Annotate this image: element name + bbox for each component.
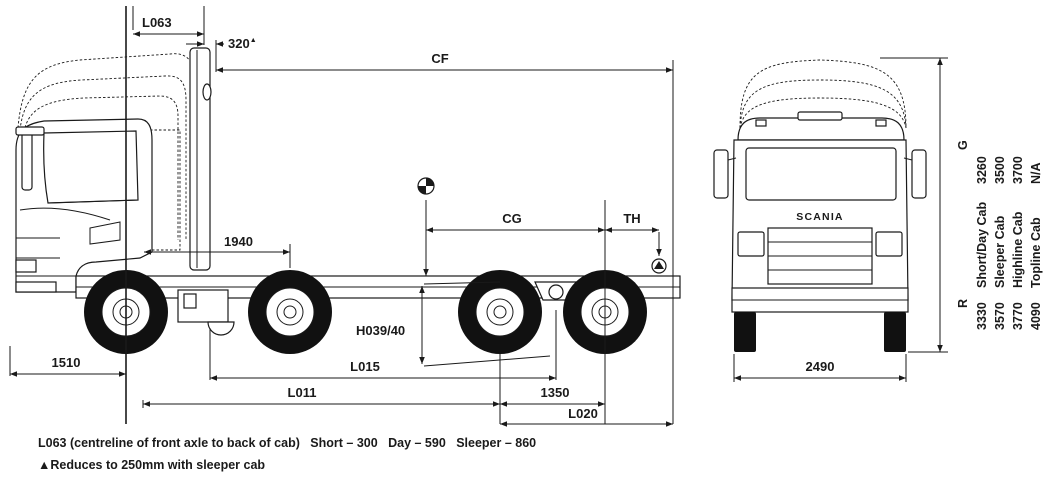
note-reduction: ▲Reduces to 250mm with sleeper cab [38,458,265,472]
table-header-r: R [956,299,970,308]
table-row-4-g: N/A [1029,162,1043,184]
note-l063-values: L063 (centreline of front axle to back o… [38,436,536,450]
side-view: L063 320▲ CF CG TH 1940 H039/40 1510 L01… [9,6,681,427]
front-tyre-left [734,312,756,352]
dim-label-l063: L063 [142,15,172,30]
table-row-3-r: 3770 [1011,302,1025,330]
table-row-3-cab: Highline Cab [1011,211,1025,288]
front-tyre-right [884,312,906,352]
roof-outline-sleeper [23,95,179,240]
front-mirror-left [713,149,729,199]
exhaust-stack [189,47,211,271]
table-row-2-g: 3500 [993,156,1007,184]
dim-label-1510: 1510 [52,355,81,370]
dim-label-th: TH [623,211,640,226]
dim-label-l011: L011 [288,385,317,400]
dim-label-320: 320▲ [228,36,257,51]
dim-label-cg: CG [502,211,522,226]
table-row-1-cab: Short/Day Cab [975,202,989,288]
dim-label-cf: CF [431,51,448,66]
dim-label-1940: 1940 [224,234,253,249]
table-row-3-g: 3700 [1011,156,1025,184]
scania-logo: SCANIA [796,211,843,223]
table-row-2-r: 3570 [993,302,1007,330]
centre-of-gravity-icon [417,177,435,195]
dim-label-l015: L015 [350,359,380,374]
sun-visor [15,126,45,136]
sleeper-extension-outline [150,129,181,251]
front-view: SCANIA 2490 [713,57,948,382]
front-mirror-right [911,149,927,199]
cab-height-table: R G 3330 Short/Day Cab 3260 3570 Sleeper… [956,140,1043,330]
roof-outline-highline [19,75,187,240]
table-row-2-cab: Sleeper Cab [993,215,1007,288]
table-header-g: G [956,140,970,150]
dim-label-l020: L020 [568,406,598,421]
dim-label-h039: H039/40 [356,323,405,338]
rear-wheel-1 [458,270,542,354]
side-mirror [21,127,33,191]
front-width-label: 2490 [806,359,835,374]
cab-window [43,130,139,204]
table-row-4-r: 4090 [1029,302,1043,330]
dim-label-1350: 1350 [541,385,570,400]
headlamp [15,259,37,273]
table-row-4-cab: Topline Cab [1029,217,1043,288]
second-steer-wheel [248,270,332,354]
table-row-1-r: 3330 [975,302,989,330]
tipping-point-icon [651,258,667,274]
front-windscreen [745,147,897,201]
table-row-1-g: 3260 [975,156,989,184]
